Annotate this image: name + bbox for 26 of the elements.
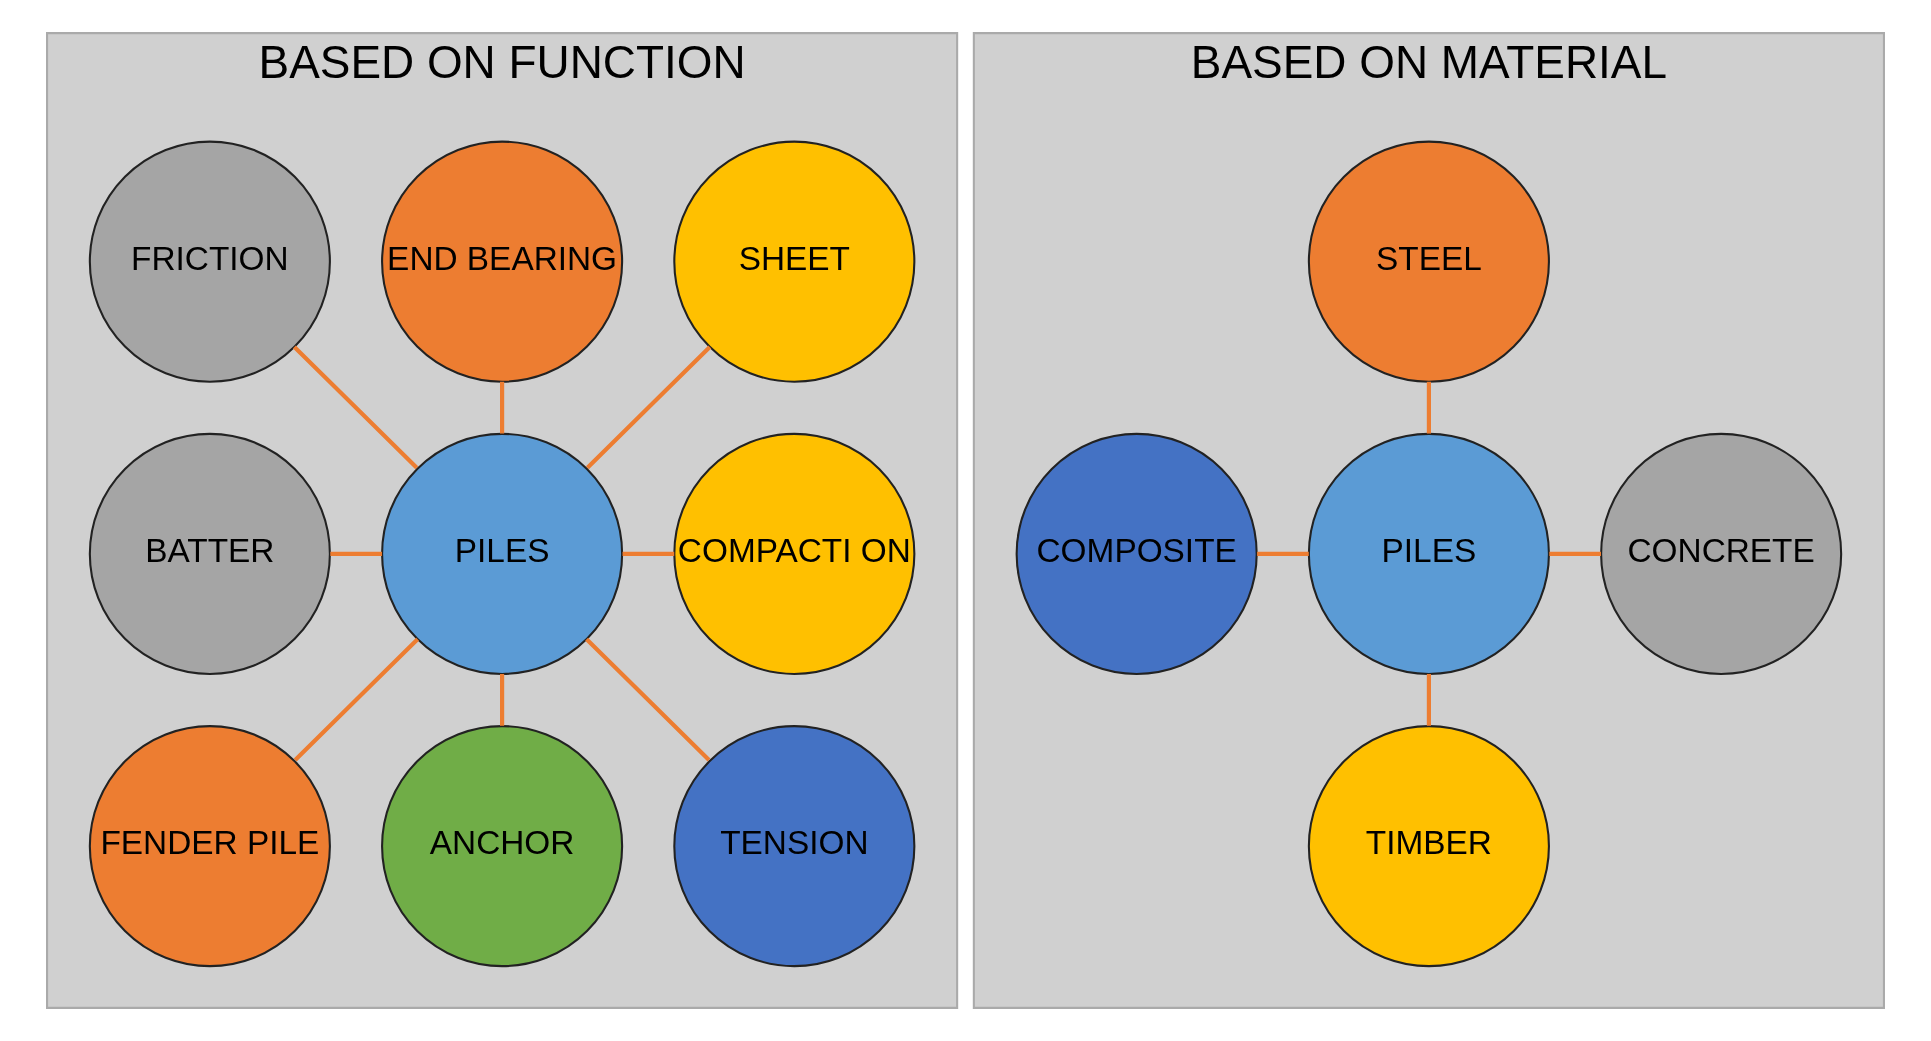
node-circle: PILES: [1307, 432, 1550, 675]
connector: [500, 381, 505, 434]
node-circle: ANCHOR: [381, 725, 624, 968]
node-circle: END BEARING: [381, 140, 624, 383]
node-circle: CONCRETE: [1600, 432, 1843, 675]
node-circle: STEEL: [1307, 140, 1550, 383]
connector: [1549, 551, 1601, 556]
node-circle: COMPACTI ON: [673, 432, 916, 675]
connector: [1426, 381, 1431, 434]
node-circle: BATTER: [88, 432, 331, 675]
node-circle: TENSION: [673, 725, 916, 968]
connector: [586, 345, 712, 470]
node-circle: FRICTION: [88, 140, 331, 383]
connector: [500, 674, 505, 726]
node-circle: TIMBER: [1307, 725, 1550, 968]
connector: [292, 345, 419, 470]
node-circle: FENDER PILE: [88, 725, 331, 968]
connector: [1426, 674, 1431, 726]
node-circle: COMPOSITE: [1015, 432, 1258, 675]
connector: [585, 637, 711, 762]
node-circle: SHEET: [673, 140, 916, 383]
node-circle: PILES: [381, 432, 624, 675]
connector: [293, 637, 420, 762]
connector: [330, 551, 382, 556]
connector: [1257, 551, 1309, 556]
connector: [622, 551, 675, 556]
